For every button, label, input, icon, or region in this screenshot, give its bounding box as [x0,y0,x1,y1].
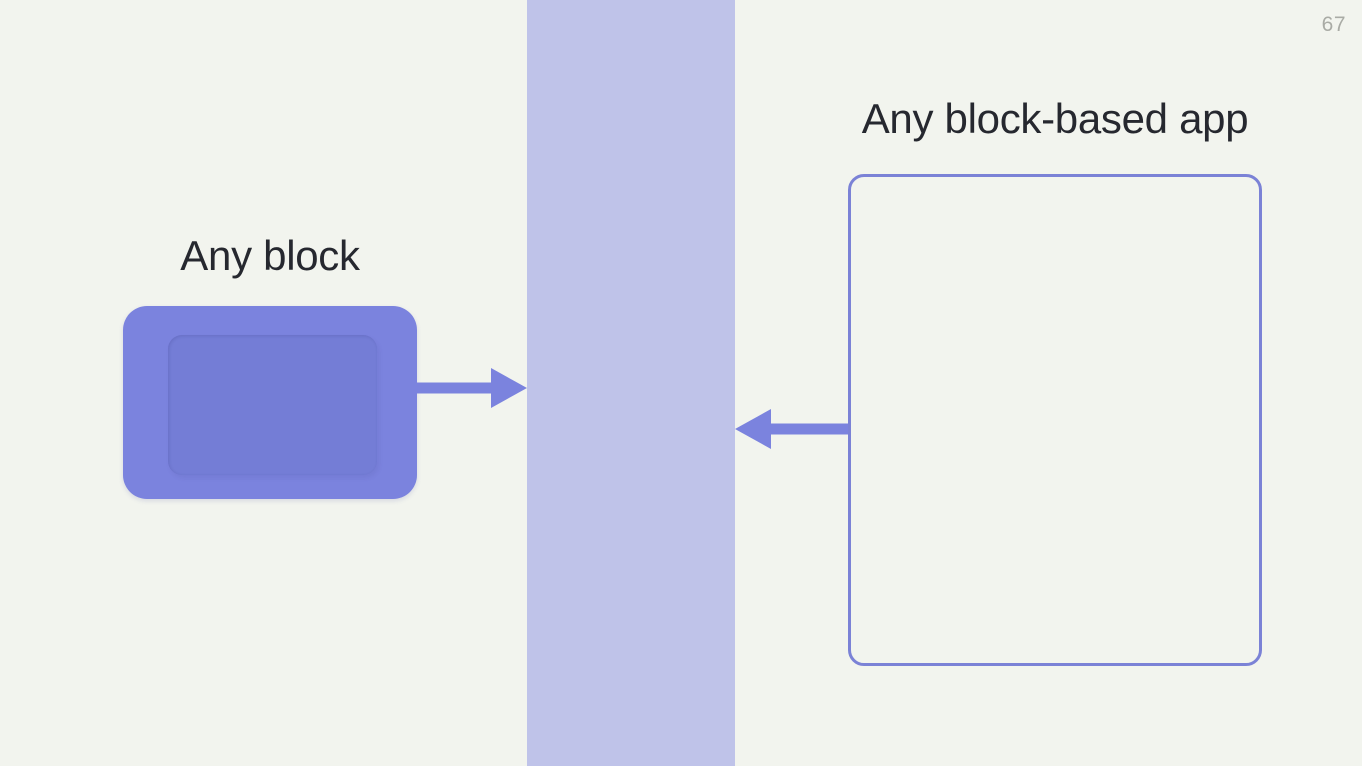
any-block-heading: Any block [180,232,360,279]
any-block-shape [123,306,417,499]
page-number: 67 [1321,13,1346,36]
any-block-inner-shape [168,335,377,475]
app-outline-shape [848,174,1262,666]
right-arrow-icon [417,368,527,408]
protocol-band [527,0,735,766]
left-arrow-icon [735,409,848,449]
any-block-based-app-heading: Any block-based app [861,95,1249,142]
